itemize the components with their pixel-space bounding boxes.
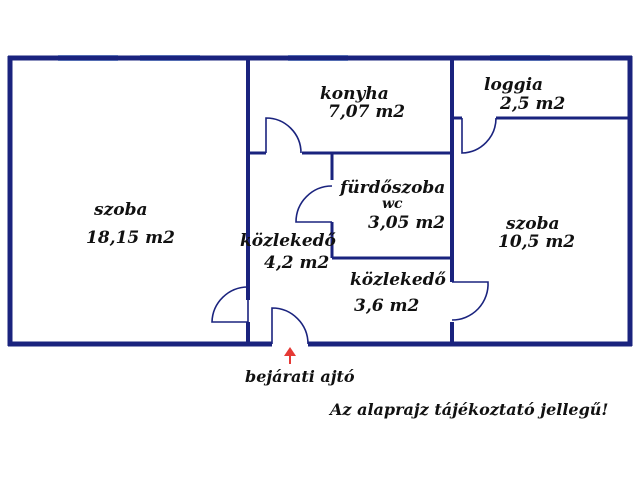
room-area-loggia: 2,5 m2: [500, 94, 566, 114]
door-szoba-right: [451, 281, 489, 321]
room-area-szoba-right: 10,5 m2: [498, 232, 576, 252]
room-area-szoba-left: 18,15 m2: [86, 228, 175, 248]
room-sub-wc: wc: [382, 196, 403, 212]
room-area-furdoszoba: 3,05 m2: [368, 213, 446, 233]
room-name-kozlekedo-1: közlekedő: [240, 231, 336, 251]
room-area-kozlekedo-2: 3,6 m2: [354, 296, 420, 316]
entrance-arrow-icon: [284, 347, 296, 364]
door-loggia: [461, 117, 497, 154]
door-entrance: [271, 307, 309, 345]
door-kitchen: [265, 117, 302, 154]
disclaimer-note: Az alaprajz tájékoztató jellegű!: [330, 400, 609, 419]
entrance-label: bejárati ajtó: [245, 367, 355, 386]
room-name-loggia: loggia: [484, 75, 544, 95]
walls: [7, 55, 633, 347]
room-name-kozlekedo-2: közlekedő: [350, 270, 446, 290]
room-area-konyha: 7,07 m2: [328, 102, 406, 122]
door-bathroom: [295, 185, 333, 223]
room-name-konyha: konyha: [320, 84, 389, 104]
room-area-kozlekedo-1: 4,2 m2: [264, 253, 330, 273]
doors: [211, 117, 497, 345]
room-name-szoba-left: szoba: [94, 200, 148, 220]
room-name-furdoszoba: fürdőszoba: [340, 178, 446, 198]
door-szoba-left: [211, 286, 249, 323]
room-name-szoba-right: szoba: [506, 214, 560, 234]
